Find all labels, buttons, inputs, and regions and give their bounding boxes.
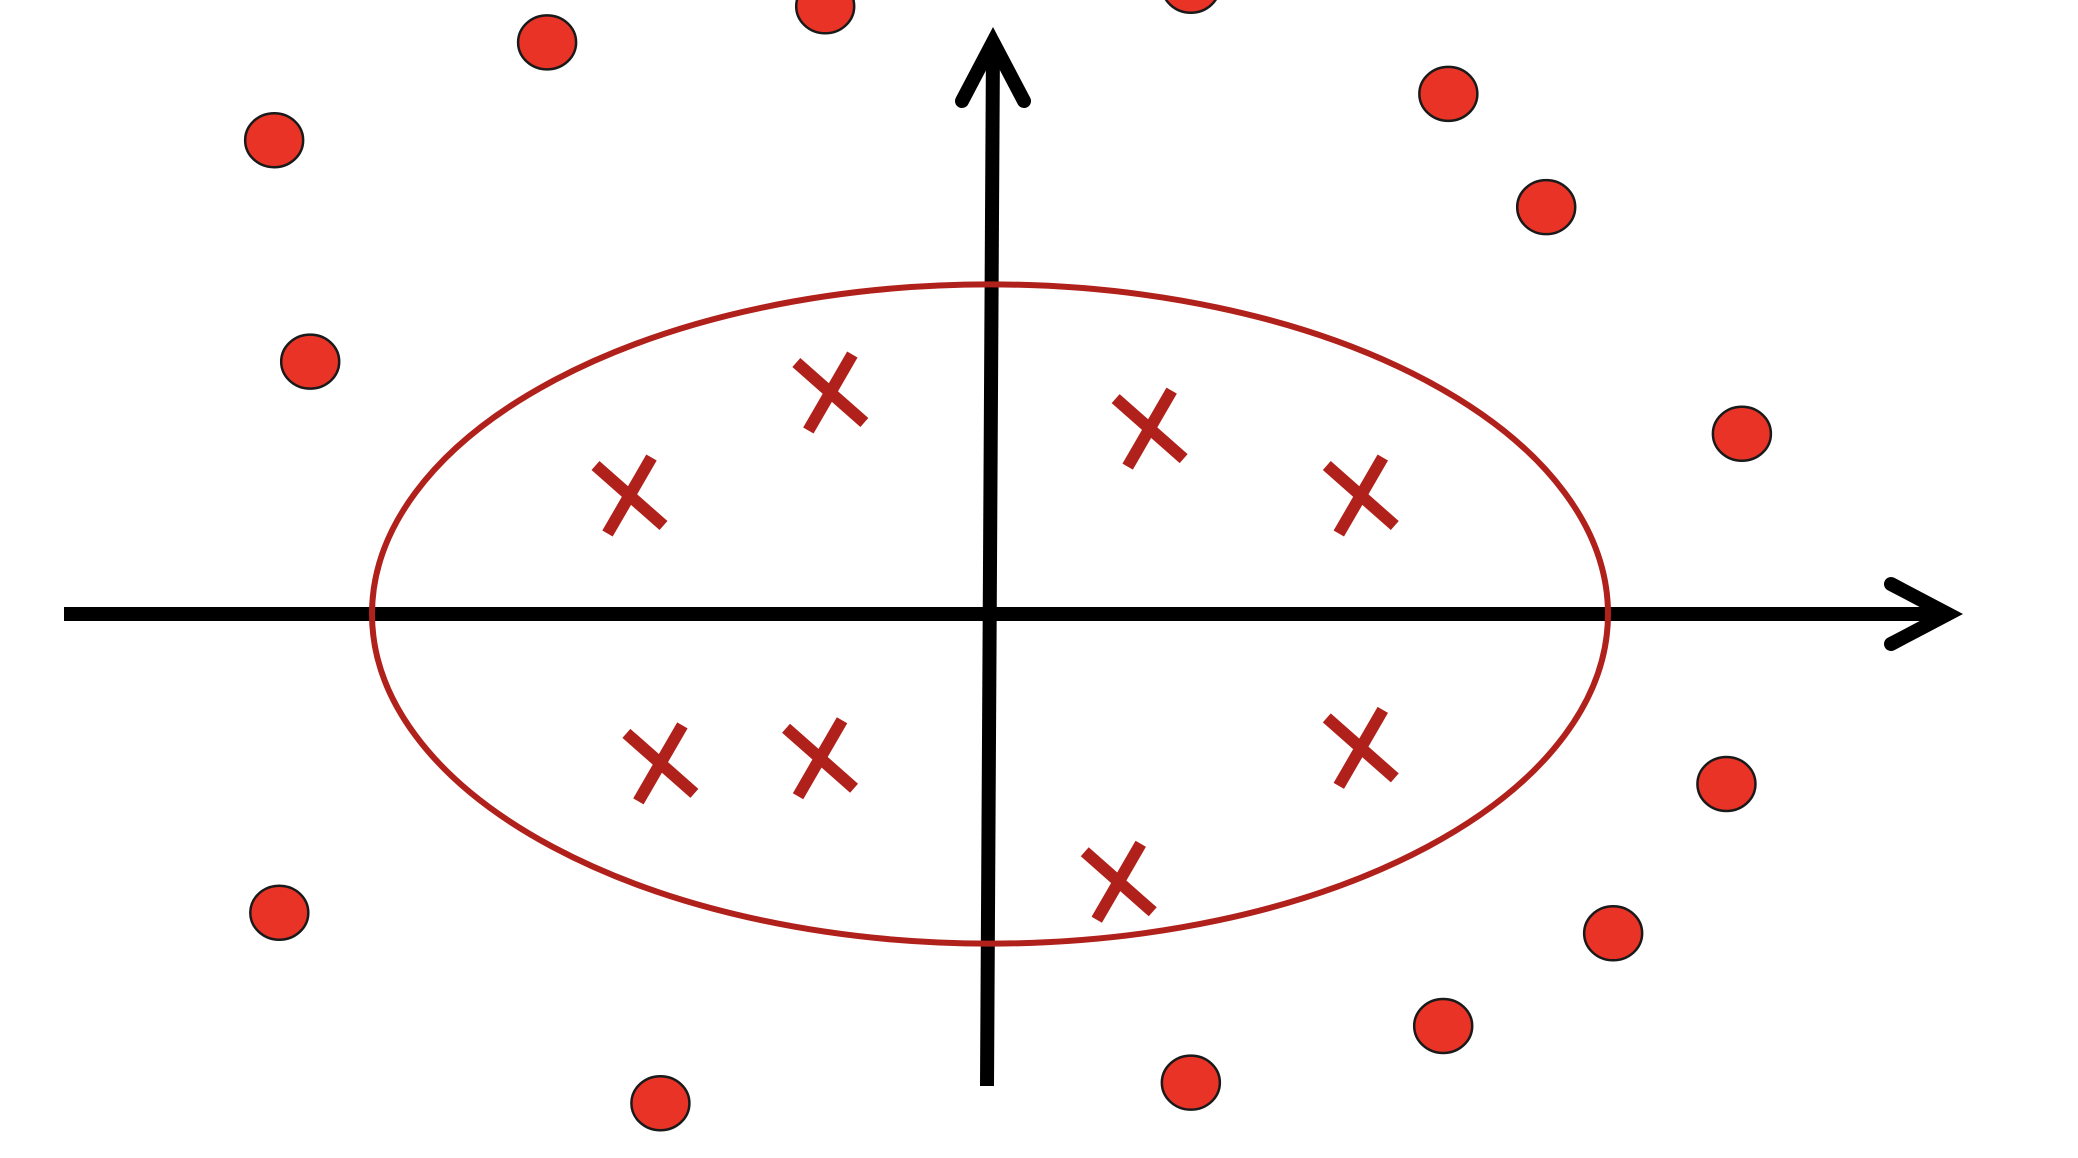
circle-marker [1160,1054,1222,1111]
x-axis-arrowhead [1884,577,1964,651]
cross-stroke [591,461,668,531]
circle-marker [1696,755,1757,813]
cross-marker [782,717,859,800]
circle-marker [794,0,856,35]
cross-stroke [1322,713,1399,783]
circle-marker [1412,997,1474,1055]
outside-class-points [243,0,1773,1132]
circle-marker [1711,405,1773,462]
circle-marker [516,14,578,71]
circle-marker [279,333,341,390]
cross-stroke [782,723,859,793]
cross-stroke [792,358,869,428]
cross-marker [591,454,668,537]
circle-marker [1164,0,1217,14]
circle-marker [1515,178,1577,236]
inside-class-points [591,351,1399,923]
cross-stroke [1111,394,1188,464]
axes [64,26,1964,1087]
decision-boundary-ellipse [369,281,1611,947]
cross-marker [1111,387,1188,470]
circle-marker [243,111,305,169]
cross-stroke [1322,461,1399,531]
y-axis [980,43,1000,1087]
circle-marker [1582,905,1644,962]
cross-stroke [622,728,699,798]
cross-marker [1080,840,1157,923]
cross-stroke [1080,847,1157,917]
circle-marker [630,1075,691,1132]
cross-marker [622,722,699,805]
cross-marker [1322,454,1399,537]
cross-marker [792,351,869,434]
circle-marker [1418,65,1479,123]
cross-marker [1322,706,1399,789]
y-axis-arrowhead [955,26,1031,108]
circle-marker [249,884,310,941]
